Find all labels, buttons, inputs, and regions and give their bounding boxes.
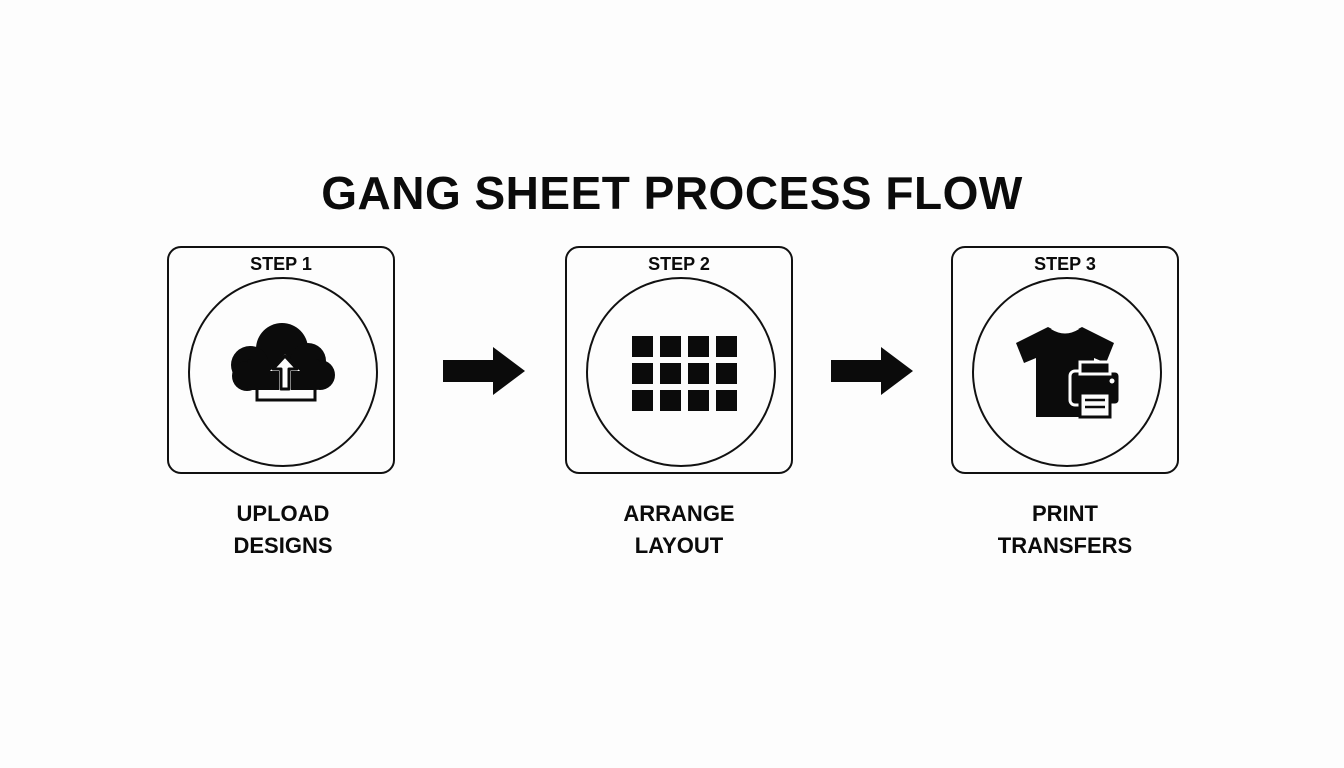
step-1-box: STEP 1 (167, 246, 395, 474)
step-2-box: STEP 2 (565, 246, 793, 474)
cloud-upload-icon (231, 323, 335, 402)
step-3-caption-line1: PRINT (1032, 501, 1098, 526)
step-2-caption-line2: LAYOUT (634, 533, 724, 558)
step-2-caption: ARRANGE LAYOUT (559, 498, 799, 562)
arrow-right-icon (831, 347, 913, 395)
step-1-caption-line1: UPLOAD (236, 501, 330, 526)
step-3-caption: PRINT TRANSFERS (945, 498, 1185, 562)
step-3-label: STEP 3 (1034, 254, 1096, 274)
step-3-circle (972, 277, 1162, 467)
step-1-caption-line2: DESIGNS (233, 533, 333, 558)
step-3-caption-line2: TRANSFERS (997, 533, 1133, 558)
arrow-right-icon (443, 347, 525, 395)
step-2-label: STEP 2 (648, 254, 710, 274)
step-2-caption-line1: ARRANGE (623, 501, 735, 526)
diagram-title: GANG SHEET PROCESS FLOW (321, 166, 1023, 219)
step-1-circle (188, 277, 378, 467)
step-1-label: STEP 1 (250, 254, 312, 274)
step-1-caption: UPLOAD DESIGNS (163, 498, 403, 562)
step-3-box: STEP 3 (951, 246, 1179, 474)
grid-layout-icon (632, 336, 737, 411)
tshirt-printer-icon (1016, 326, 1122, 419)
step-2-circle (586, 277, 776, 467)
